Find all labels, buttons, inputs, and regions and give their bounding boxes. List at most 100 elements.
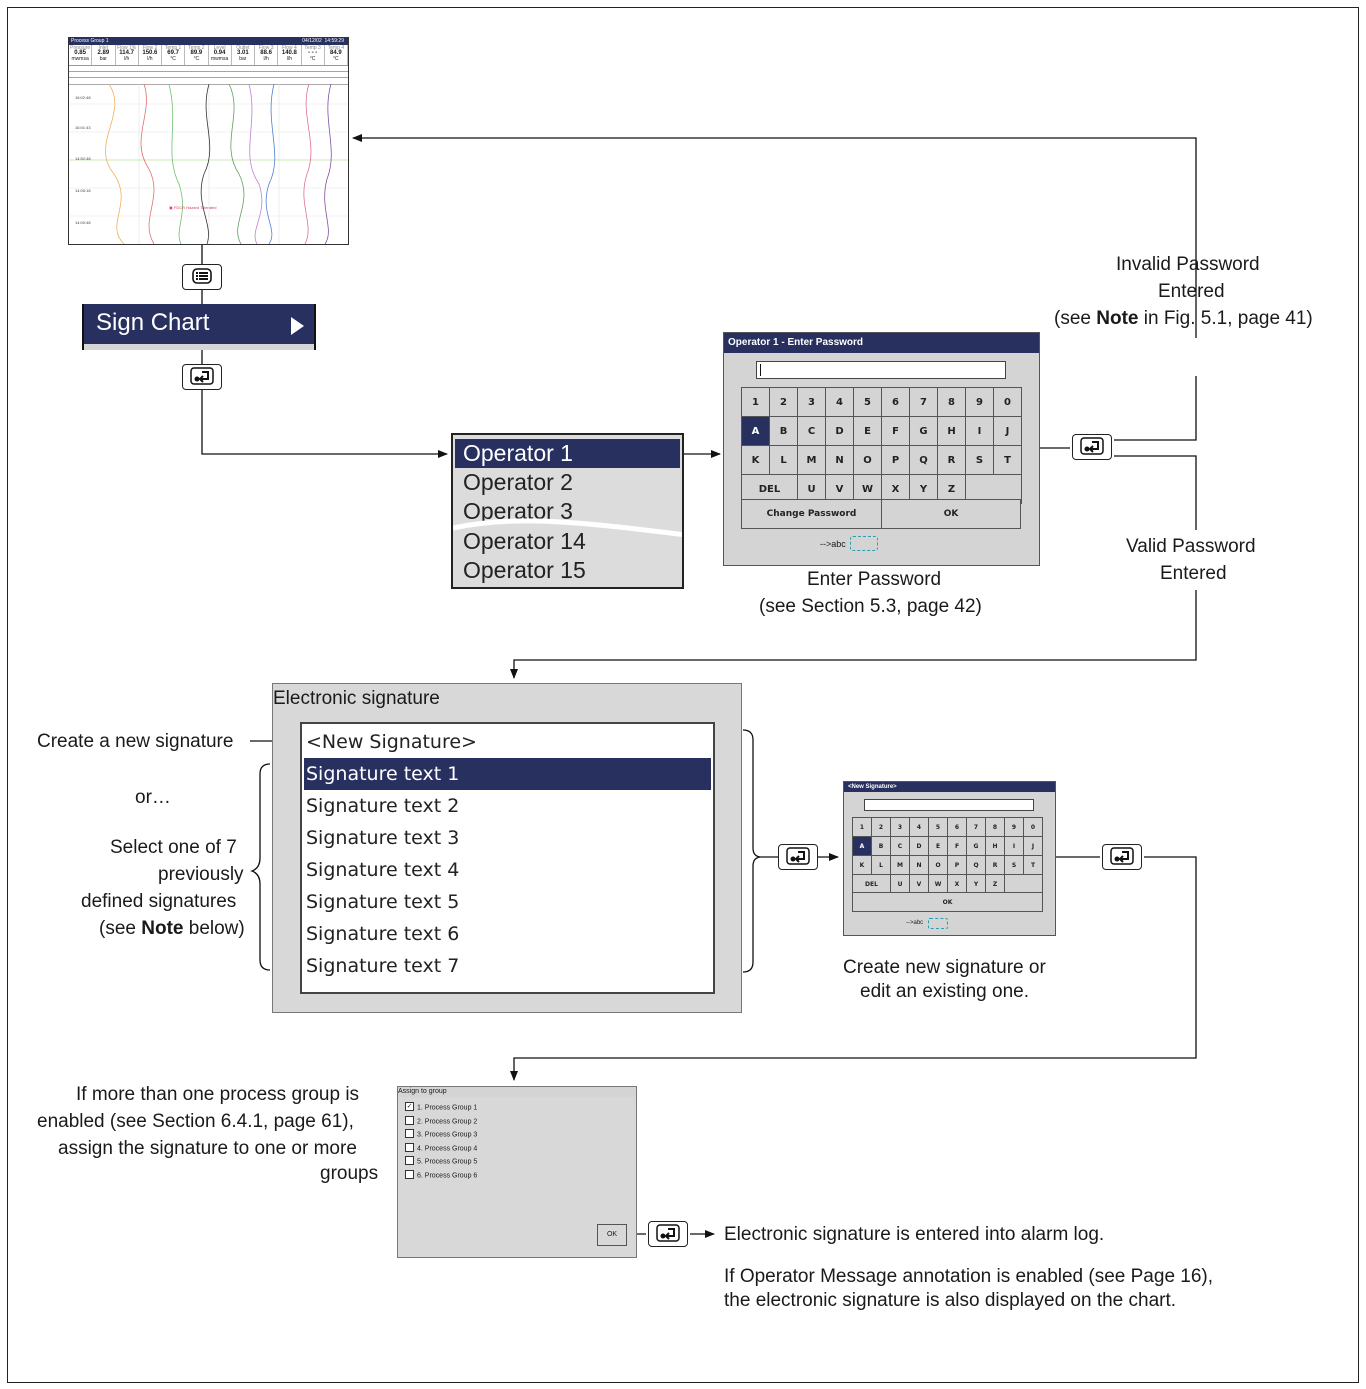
key-3[interactable]: 3: [797, 387, 826, 417]
key-o[interactable]: O: [853, 445, 882, 475]
key-w[interactable]: W: [928, 874, 948, 894]
password-input[interactable]: [756, 361, 1006, 379]
key-e[interactable]: E: [928, 836, 948, 856]
key-4[interactable]: 4: [825, 387, 854, 417]
group-option[interactable]: 2. Process Group 2: [405, 1115, 477, 1127]
sign-chart-menu-item[interactable]: Sign Chart: [82, 304, 316, 350]
key-r[interactable]: R: [937, 445, 966, 475]
key-p[interactable]: P: [947, 855, 967, 875]
enter-key-button[interactable]: [778, 844, 818, 870]
key-0[interactable]: 0: [1023, 817, 1043, 837]
key-n[interactable]: N: [825, 445, 854, 475]
key-q[interactable]: Q: [909, 445, 938, 475]
key-o[interactable]: O: [928, 855, 948, 875]
checkbox[interactable]: [405, 1156, 414, 1165]
key-f[interactable]: F: [881, 416, 910, 446]
key-a[interactable]: A: [741, 416, 770, 446]
key-3[interactable]: 3: [890, 817, 910, 837]
key-h[interactable]: H: [985, 836, 1005, 856]
key-t[interactable]: T: [993, 445, 1022, 475]
key-9[interactable]: 9: [1004, 817, 1024, 837]
key-i[interactable]: I: [1004, 836, 1024, 856]
key-2[interactable]: 2: [769, 387, 798, 417]
group-option[interactable]: 5. Process Group 5: [405, 1156, 477, 1167]
menu-key-button[interactable]: [182, 264, 222, 290]
operator-item[interactable]: Operator 1: [463, 440, 573, 466]
signature-item[interactable]: Signature text 6: [306, 923, 460, 945]
key-t[interactable]: T: [1023, 855, 1043, 875]
key-s[interactable]: S: [1004, 855, 1024, 875]
checkbox[interactable]: [405, 1169, 414, 1179]
key-v[interactable]: V: [909, 874, 929, 894]
change-password-button[interactable]: Change Password: [741, 499, 882, 529]
key-c[interactable]: C: [797, 416, 826, 446]
signature-item[interactable]: Signature text 3: [306, 827, 460, 849]
key-8[interactable]: 8: [985, 817, 1005, 837]
key-0[interactable]: 0: [993, 387, 1022, 417]
key-n[interactable]: N: [909, 855, 929, 875]
key-9[interactable]: 9: [965, 387, 994, 417]
key-l[interactable]: L: [871, 855, 891, 875]
key-m[interactable]: M: [890, 855, 910, 875]
key-c[interactable]: C: [890, 836, 910, 856]
key-6[interactable]: 6: [947, 817, 967, 837]
key-k[interactable]: K: [741, 445, 770, 475]
checkbox[interactable]: [405, 1115, 414, 1125]
operator-item[interactable]: Operator 15: [463, 557, 586, 583]
signature-item[interactable]: Signature text 5: [306, 891, 460, 913]
operator-item[interactable]: Operator 14: [463, 528, 586, 554]
key-k[interactable]: K: [852, 855, 872, 875]
key-4[interactable]: 4: [909, 817, 929, 837]
keyboard-mode-icon[interactable]: [928, 918, 948, 929]
enter-key-button[interactable]: [1072, 434, 1112, 460]
enter-key-button[interactable]: [1102, 844, 1142, 870]
checkbox[interactable]: [405, 1129, 414, 1138]
key-q[interactable]: Q: [966, 855, 986, 875]
key-5[interactable]: 5: [853, 387, 882, 417]
group-option[interactable]: ✓1. Process Group 1: [405, 1102, 477, 1113]
group-option[interactable]: 3. Process Group 3: [405, 1129, 477, 1140]
key-i[interactable]: I: [965, 416, 994, 446]
group-option[interactable]: 6. Process Group 6: [405, 1169, 477, 1181]
key-b[interactable]: B: [871, 836, 891, 856]
ok-button[interactable]: OK: [881, 499, 1021, 529]
key-d[interactable]: D: [909, 836, 929, 856]
key-5[interactable]: 5: [928, 817, 948, 837]
operator-item[interactable]: Operator 2: [463, 469, 573, 495]
signature-item[interactable]: Signature text 4: [306, 859, 460, 881]
key-2[interactable]: 2: [871, 817, 891, 837]
key-del[interactable]: DEL: [852, 874, 891, 894]
key-y[interactable]: Y: [966, 874, 986, 894]
key-7[interactable]: 7: [966, 817, 986, 837]
checkbox[interactable]: [405, 1142, 414, 1152]
key-6[interactable]: 6: [881, 387, 910, 417]
key-r[interactable]: R: [985, 855, 1005, 875]
keyboard-mode-icon[interactable]: [850, 536, 878, 551]
key-b[interactable]: B: [769, 416, 798, 446]
ok-button[interactable]: OK: [852, 892, 1043, 912]
key-e[interactable]: E: [853, 416, 882, 446]
key-g[interactable]: G: [966, 836, 986, 856]
key-a[interactable]: A: [852, 836, 872, 856]
enter-key-button[interactable]: [182, 364, 222, 390]
group-option[interactable]: 4. Process Group 4: [405, 1142, 477, 1154]
key-m[interactable]: M: [797, 445, 826, 475]
signature-item[interactable]: Signature text 7: [306, 955, 460, 977]
key-s[interactable]: S: [965, 445, 994, 475]
key-p[interactable]: P: [881, 445, 910, 475]
key-7[interactable]: 7: [909, 387, 938, 417]
key-g[interactable]: G: [909, 416, 938, 446]
signature-item[interactable]: Signature text 1: [304, 758, 711, 790]
key-h[interactable]: H: [937, 416, 966, 446]
ok-button[interactable]: OK: [597, 1224, 627, 1246]
key-f[interactable]: F: [947, 836, 967, 856]
key-z[interactable]: Z: [985, 874, 1005, 894]
key-d[interactable]: D: [825, 416, 854, 446]
key-u[interactable]: U: [890, 874, 910, 894]
key-j[interactable]: J: [1023, 836, 1043, 856]
key-l[interactable]: L: [769, 445, 798, 475]
key-8[interactable]: 8: [937, 387, 966, 417]
key-1[interactable]: 1: [852, 817, 872, 837]
signature-item[interactable]: Signature text 2: [306, 795, 460, 817]
checked-checkbox[interactable]: ✓: [405, 1102, 414, 1111]
